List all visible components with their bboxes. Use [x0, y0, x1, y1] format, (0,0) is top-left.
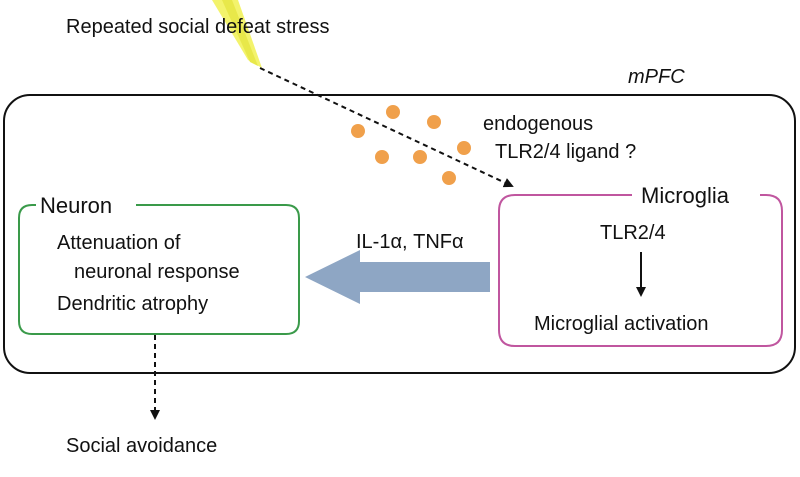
neuron-box: [18, 204, 300, 335]
ligand-label-line2: TLR2/4 ligand ?: [495, 141, 637, 163]
microglial-activation-label: Microglial activation: [534, 313, 709, 335]
mpfc-region-box: [3, 94, 796, 374]
cytokine-label: IL-1α, TNFα: [356, 231, 464, 253]
stress-label: Repeated social defeat stress: [66, 16, 330, 38]
ligand-label-line1: endogenous: [483, 113, 594, 135]
social-avoidance-label: Social avoidance: [66, 435, 218, 457]
cytokine-arrow: [305, 250, 490, 304]
ligand-dot: [442, 171, 456, 185]
ligand-dot: [427, 115, 441, 129]
microglia-box: [498, 194, 783, 347]
stress-pathway-arrow: [259, 67, 514, 188]
neuron-text-line2: neuronal response: [74, 261, 240, 283]
microglia-title: Microglia: [641, 183, 730, 208]
ligand-dot: [375, 150, 389, 164]
ligand-dot: [386, 105, 400, 119]
ligand-dots: [351, 105, 471, 185]
ligand-dot: [457, 141, 471, 155]
stress-ray-core: [222, 0, 258, 66]
neuron-text-line1: Attenuation of: [57, 232, 181, 254]
neuron-title: Neuron: [40, 193, 113, 218]
tlr-receptor-label: TLR2/4: [600, 222, 666, 244]
neuron-text-line3: Dendritic atrophy: [57, 293, 209, 315]
ligand-dot: [351, 124, 365, 138]
ligand-dot: [413, 150, 427, 164]
mpfc-label: mPFC: [628, 66, 685, 88]
